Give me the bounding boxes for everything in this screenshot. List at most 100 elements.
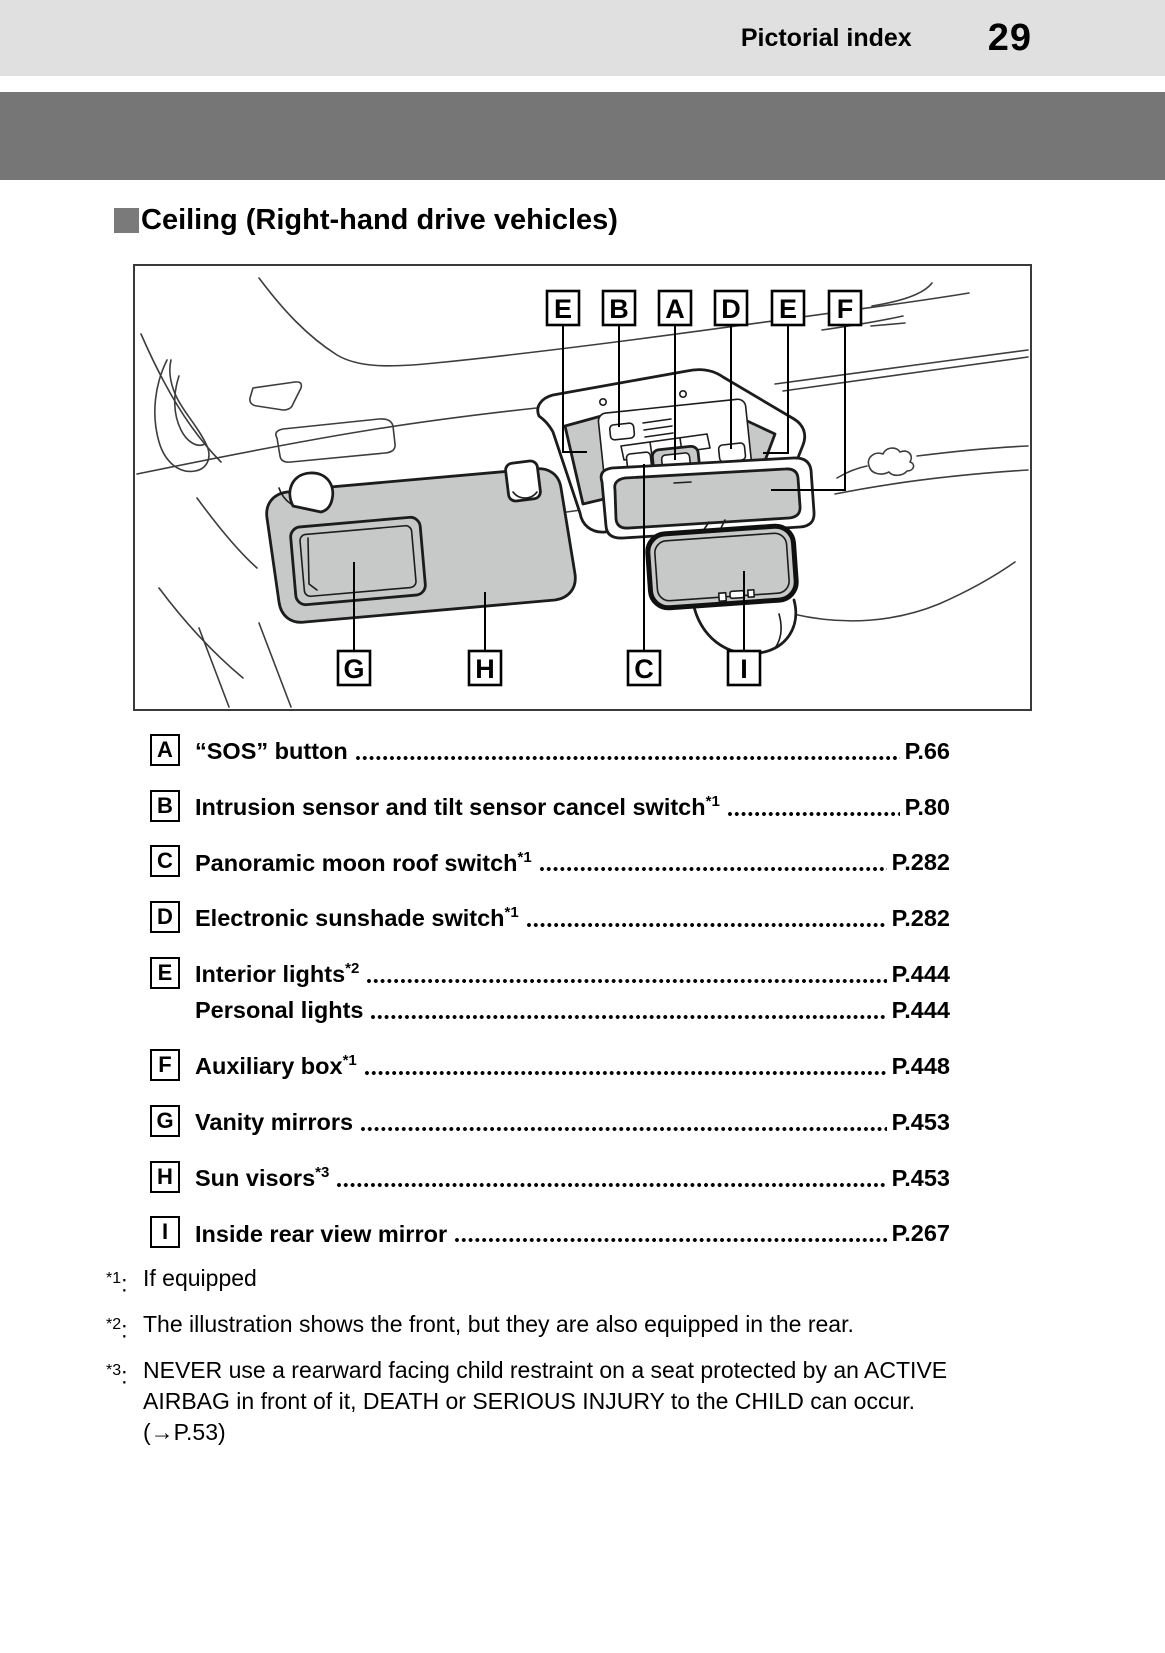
item-label: “SOS” button xyxy=(195,737,348,764)
page-reference: P.66 xyxy=(904,737,950,764)
page-number: 29 xyxy=(987,16,1032,59)
overhead-console xyxy=(536,368,816,540)
pictorial-index-list: A “SOS” button P.66 B Intrusion sensor a… xyxy=(150,730,950,1249)
footnote-2: *2: The illustration shows the front, bu… xyxy=(106,1309,1165,1346)
footnote-text: The illustration shows the front, but th… xyxy=(143,1311,854,1338)
index-row-f: F Auxiliary box*1 P.448 xyxy=(150,1045,950,1082)
dot-leader xyxy=(525,922,887,929)
page-reference: P.282 xyxy=(891,849,950,876)
sunshade-switch xyxy=(717,442,747,463)
callout-key: A xyxy=(150,733,180,766)
callout-box-E1: E xyxy=(545,289,581,327)
callout-key: B xyxy=(150,789,180,822)
section-title: Ceiling (Right-hand drive vehicles) xyxy=(114,204,1165,237)
sun-visor xyxy=(265,459,577,624)
callout-box-H: H xyxy=(467,649,503,687)
visor-pivot-mount xyxy=(288,471,335,514)
svg-text:E: E xyxy=(554,294,572,324)
index-row-g: G Vanity mirrors P.453 xyxy=(150,1101,950,1138)
ceiling-illustration-frame: E B A D E F G H C I xyxy=(133,264,1032,711)
svg-text:C: C xyxy=(634,654,654,684)
square-bullet-icon xyxy=(114,208,139,233)
auxiliary-box xyxy=(613,467,802,530)
svg-text:E: E xyxy=(779,294,797,324)
header-section-label: Pictorial index xyxy=(740,23,912,52)
svg-text:F: F xyxy=(837,294,854,324)
svg-text:B: B xyxy=(609,294,629,324)
item-label: Panoramic moon roof switch xyxy=(195,849,518,876)
mirror-glass xyxy=(645,523,799,611)
svg-text:A: A xyxy=(665,294,685,324)
page-reference: P.453 xyxy=(891,1164,950,1191)
dot-leader xyxy=(454,1237,887,1244)
footnote-marker: *1 xyxy=(106,1270,122,1288)
page-reference: P.267 xyxy=(891,1220,950,1247)
item-label: Interior lights xyxy=(195,961,346,988)
callout-key: E xyxy=(150,957,180,990)
item-label: Auxiliary box xyxy=(195,1052,343,1079)
callout-key: I xyxy=(150,1216,180,1249)
index-row-e: E Interior lights*2 P.444 xyxy=(150,953,950,990)
page-reference: P.444 xyxy=(891,997,950,1024)
footnote-marker: *2 xyxy=(106,1316,122,1334)
ceiling-illustration: E B A D E F G H C I xyxy=(136,277,1029,708)
item-label: Electronic sunshade switch xyxy=(195,905,505,932)
section-title-text: Ceiling (Right-hand drive vehicles) xyxy=(141,204,618,236)
page-reference: P.282 xyxy=(891,905,950,932)
callout-key: F xyxy=(150,1048,180,1081)
index-row-a: A “SOS” button P.66 xyxy=(150,730,950,767)
dot-leader xyxy=(366,978,887,985)
dot-leader xyxy=(370,1014,887,1021)
svg-text:G: G xyxy=(343,654,364,684)
index-row-h: H Sun visors*3 P.453 xyxy=(150,1157,950,1194)
footnote-colon: : xyxy=(121,1271,128,1298)
callout-box-B: B xyxy=(601,289,637,327)
item-label: Sun visors xyxy=(195,1164,316,1191)
dot-leader xyxy=(336,1181,887,1188)
dot-leader xyxy=(354,754,900,761)
footnote-ref: *1 xyxy=(705,792,720,810)
page-header: Pictorial index 29 xyxy=(0,0,1165,76)
callout-box-C: C xyxy=(626,649,662,687)
item-label: Vanity mirrors xyxy=(195,1108,354,1135)
dot-leader xyxy=(360,1125,887,1132)
index-row-b: B Intrusion sensor and tilt sensor cance… xyxy=(150,786,950,823)
svg-text:H: H xyxy=(475,654,495,684)
intrusion-sensor-switch xyxy=(608,422,636,441)
callout-key: D xyxy=(150,901,180,934)
visor-clip xyxy=(504,459,542,503)
callout-box-A: A xyxy=(657,289,693,327)
footnote-colon: : xyxy=(121,1316,128,1343)
vanity-mirror xyxy=(289,515,427,607)
callout-key: C xyxy=(150,845,180,878)
footnote-3: *3: NEVER use a rearward facing child re… xyxy=(106,1355,1165,1448)
footnote-ref: *1 xyxy=(504,904,519,922)
callout-lines xyxy=(353,325,846,651)
page-reference: P.448 xyxy=(891,1052,950,1079)
index-subrow-personal-lights: Personal lights P.444 xyxy=(150,993,950,1026)
callout-box-E2: E xyxy=(770,289,806,327)
callout-boxes: E B A D E F G H C I xyxy=(336,289,863,687)
page-reference: P.444 xyxy=(891,961,950,988)
footnote-1: *1: If equipped xyxy=(106,1263,1165,1300)
footnote-ref: *2 xyxy=(345,960,360,978)
footnote-ref: *1 xyxy=(517,848,532,866)
index-row-i: I Inside rear view mirror P.267 xyxy=(150,1213,950,1250)
footnote-text-2: (→P.53) xyxy=(143,1418,226,1445)
footnote-text: NEVER use a rearward facing child restra… xyxy=(143,1356,948,1414)
item-label: Inside rear view mirror xyxy=(195,1220,448,1247)
footnote-ref: *1 xyxy=(342,1052,357,1070)
item-label: Intrusion sensor and tilt sensor cancel … xyxy=(195,793,706,820)
page-reference: P.453 xyxy=(891,1108,950,1135)
index-row-c: C Panoramic moon roof switch*1 P.282 xyxy=(150,842,950,879)
footnote-colon: : xyxy=(121,1362,128,1389)
svg-text:I: I xyxy=(740,654,748,684)
callout-box-G: G xyxy=(336,649,372,687)
svg-text:D: D xyxy=(721,294,741,324)
callout-key-spacer xyxy=(150,993,180,1026)
index-row-d: D Electronic sunshade switch*1 P.282 xyxy=(150,897,950,934)
callout-box-D: D xyxy=(713,289,749,327)
callout-key: G xyxy=(150,1104,180,1137)
dot-leader xyxy=(363,1069,887,1076)
